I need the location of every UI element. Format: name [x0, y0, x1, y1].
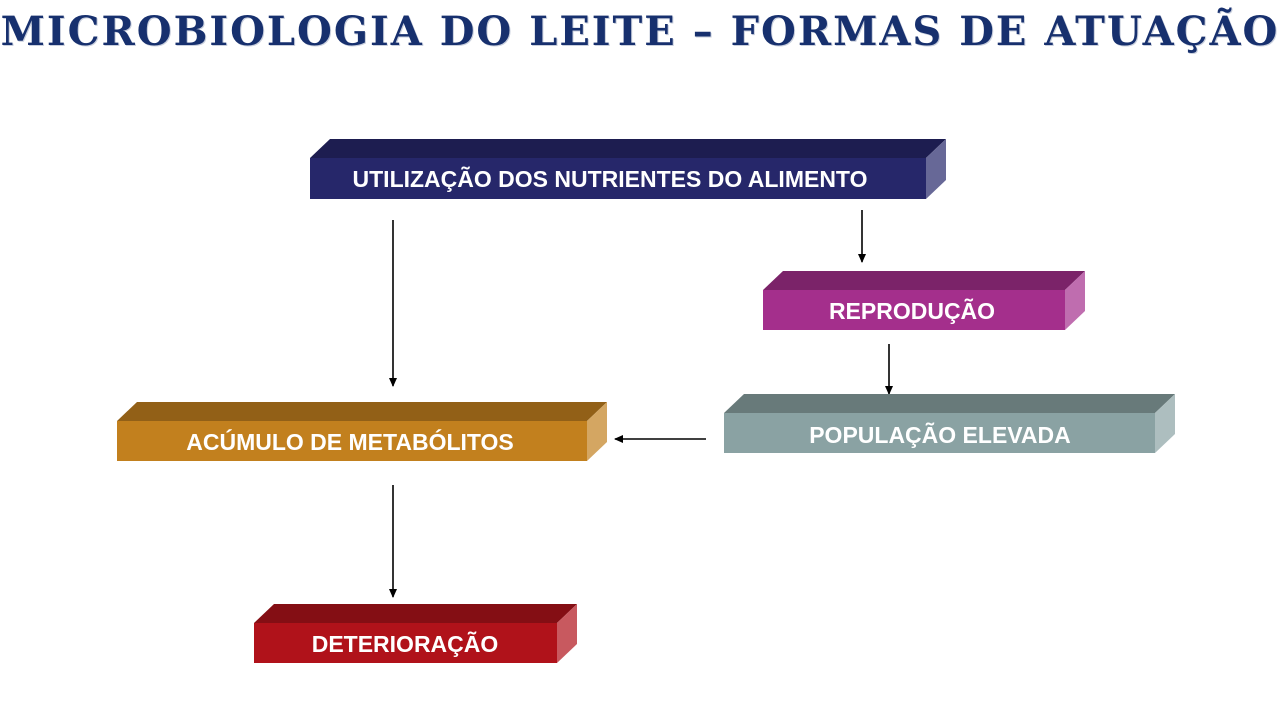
box-reproducao-front [763, 290, 1065, 330]
box-metabolitos-top [117, 402, 607, 421]
box-populacao-label: POPULAÇÃO ELEVADA [809, 421, 1071, 448]
box-reproducao: REPRODUÇÃO [763, 271, 1085, 330]
box-nutrientes-front [310, 158, 926, 199]
box-deterioracao: DETERIORAÇÃO [254, 604, 577, 663]
box-deterioracao-front [254, 623, 557, 663]
box-nutrientes-top [310, 139, 946, 158]
box-deterioracao-label: DETERIORAÇÃO [312, 630, 499, 657]
box-metabolitos-front [117, 421, 587, 461]
box-deterioracao-top [254, 604, 577, 623]
box-nutrientes: UTILIZAÇÃO DOS NUTRIENTES DO ALIMENTO [310, 139, 946, 199]
box-reproducao-top [763, 271, 1085, 290]
box-reproducao-label: REPRODUÇÃO [829, 297, 995, 324]
box-nutrientes-label: UTILIZAÇÃO DOS NUTRIENTES DO ALIMENTO [353, 165, 868, 192]
box-populacao-front [724, 413, 1155, 453]
box-populacao-top [724, 394, 1175, 413]
box-metabolitos: ACÚMULO DE METABÓLITOS [117, 402, 607, 461]
box-metabolitos-label: ACÚMULO DE METABÓLITOS [186, 428, 514, 455]
box-metabolitos-side [587, 402, 607, 461]
box-nutrientes-side [926, 139, 946, 199]
box-deterioracao-side [557, 604, 577, 663]
slide-title: Microbiologia do Leite – Formas de Atuaç… [0, 8, 1280, 55]
box-reproducao-side [1065, 271, 1085, 330]
box-populacao-side [1155, 394, 1175, 453]
box-populacao: POPULAÇÃO ELEVADA [724, 394, 1175, 453]
